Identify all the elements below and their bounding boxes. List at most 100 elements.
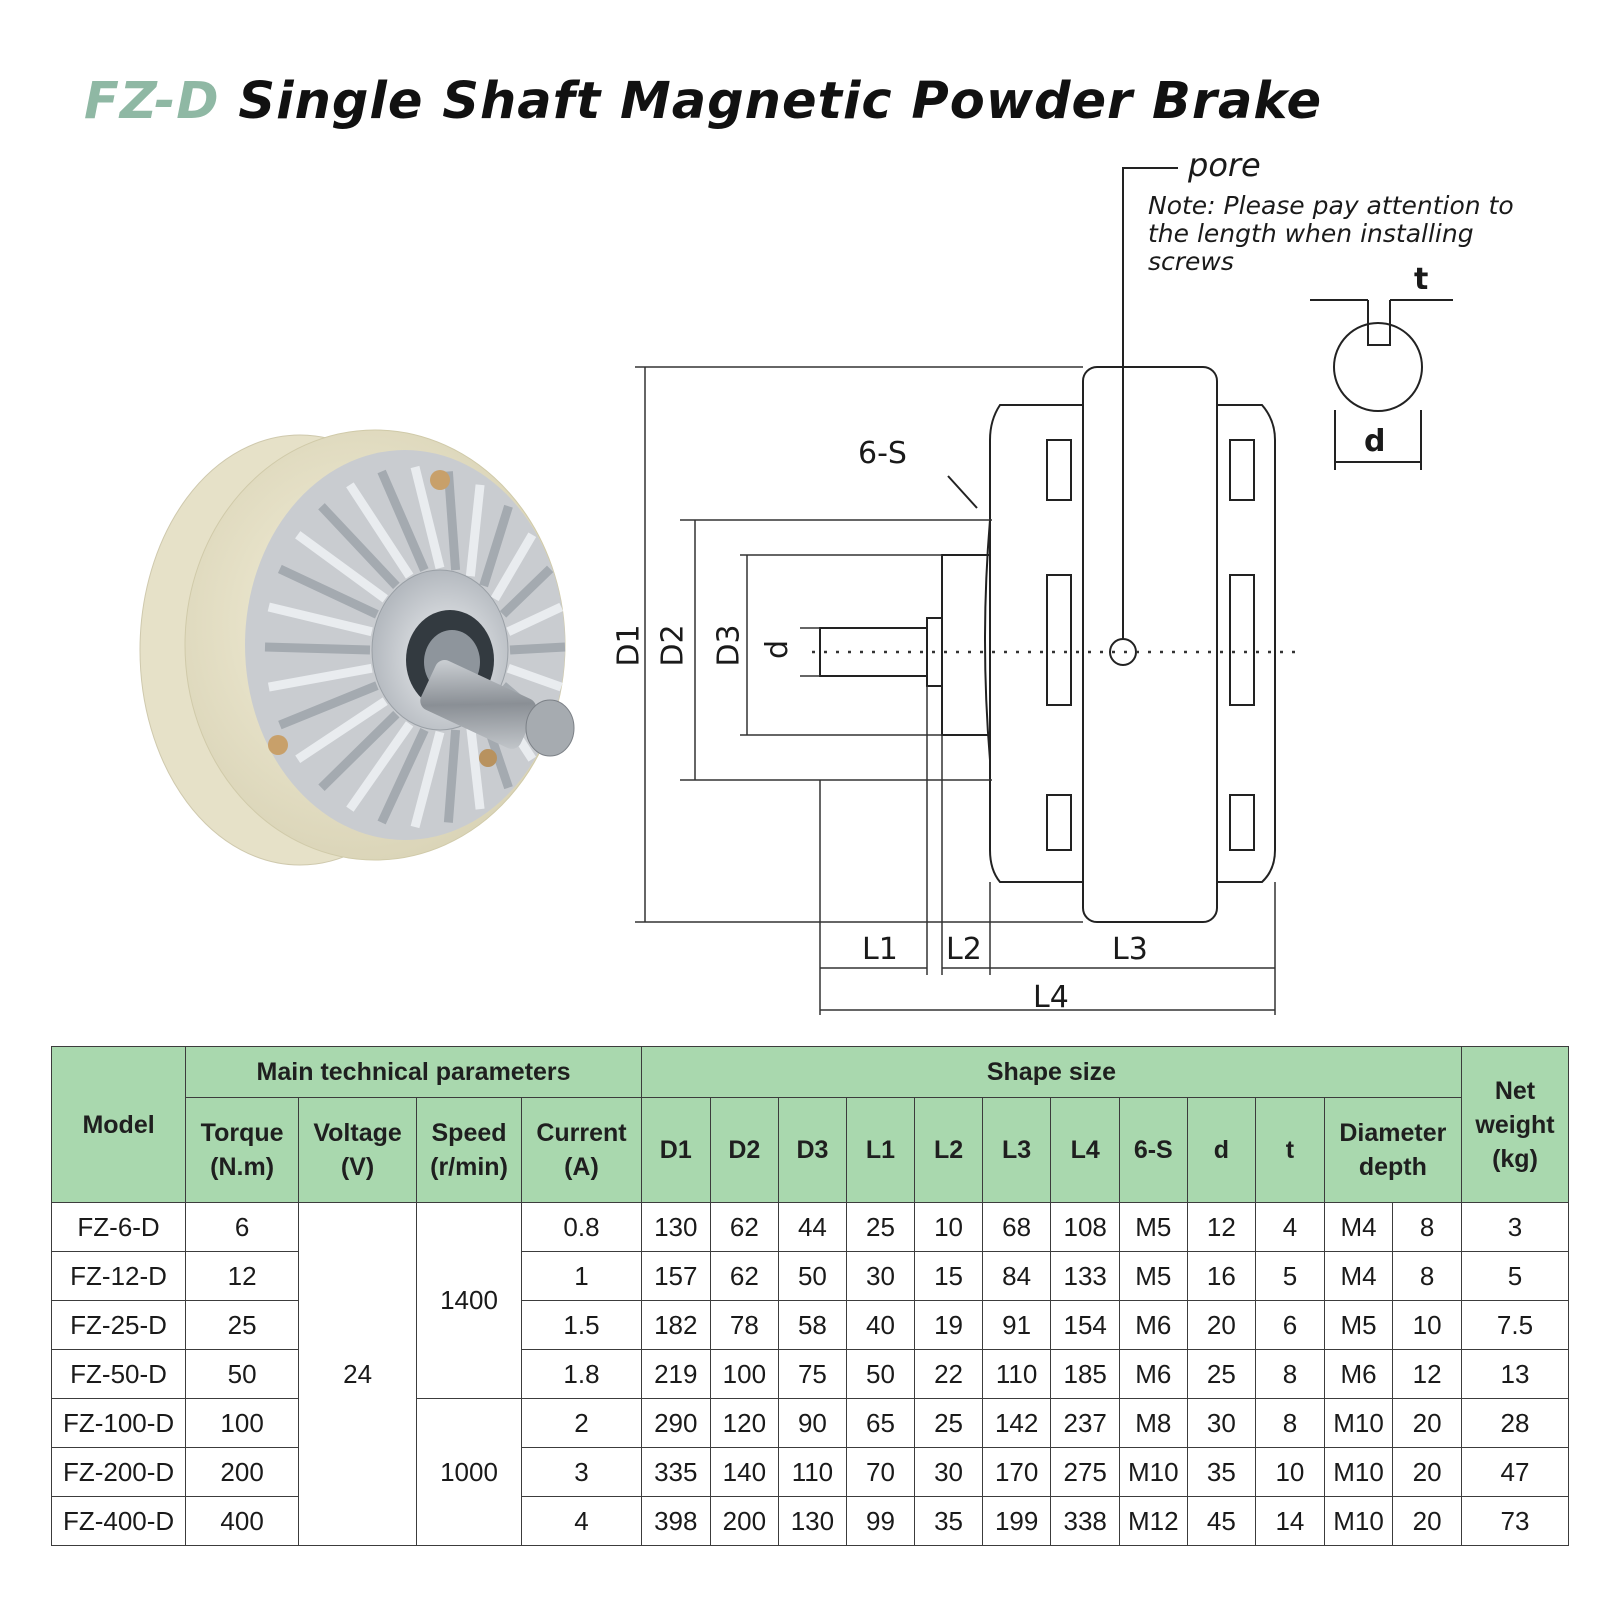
cooling-fin [295, 697, 388, 763]
cell-model: FZ-25-D [50, 1300, 187, 1350]
D3-label: D3 [711, 624, 747, 667]
cell-torque: 50 [185, 1349, 300, 1399]
cell-6-s: M12 [1119, 1496, 1188, 1546]
header-D3: D3 [778, 1097, 847, 1203]
cell-d1: 398 [640, 1496, 711, 1546]
cell-model: FZ-200-D [50, 1447, 187, 1497]
cell-6-s: M5 [1119, 1251, 1188, 1301]
cooling-fin [264, 642, 371, 655]
cell-6-s: M6 [1119, 1349, 1188, 1399]
cooling-fin [490, 532, 537, 602]
cell-d3: 130 [778, 1496, 847, 1546]
installation-note: Note: Please pay attention to the length… [1148, 191, 1514, 276]
cooling-fin [410, 465, 445, 570]
cell-l2: 22 [914, 1349, 983, 1399]
cooling-fin [465, 484, 485, 577]
cell-d2: 78 [709, 1300, 780, 1350]
cell-l4: 338 [1050, 1496, 1120, 1546]
cell-t: 6 [1255, 1300, 1325, 1350]
cell-net-weight: 3 [1460, 1202, 1570, 1252]
cell-l3: 142 [981, 1398, 1052, 1448]
cooling-fin [346, 482, 414, 579]
cell-l2: 10 [914, 1202, 983, 1252]
cell-d: 25 [1186, 1349, 1257, 1399]
cell-l3: 91 [981, 1300, 1052, 1350]
cell-l4: 237 [1050, 1398, 1120, 1448]
cell-l3: 199 [981, 1496, 1052, 1546]
cooling-fin [506, 602, 564, 636]
cell-l2: 30 [914, 1447, 983, 1497]
cell-diameter: M6 [1323, 1349, 1394, 1399]
D2-label: D2 [655, 624, 691, 667]
cell-l3: 84 [981, 1251, 1052, 1301]
cell-d: 16 [1186, 1251, 1257, 1301]
cooling-fin [410, 730, 445, 829]
header-current: Current (A) [520, 1097, 642, 1203]
header-net-weight: Net weight (kg) [1460, 1046, 1570, 1203]
cell-depth: 12 [1392, 1349, 1462, 1399]
cell-t: 8 [1255, 1398, 1325, 1448]
six-s-label: 6-S [858, 436, 907, 471]
pore-label: pore [1188, 146, 1261, 184]
header-L4: L4 [1050, 1097, 1120, 1203]
header-voltage: Voltage (V) [298, 1097, 418, 1203]
header-D1: D1 [640, 1097, 711, 1203]
cooling-fin [277, 564, 379, 619]
cell-6-s: M5 [1119, 1202, 1188, 1252]
L2-label: L2 [946, 932, 982, 967]
cell-net-weight: 7.5 [1460, 1300, 1570, 1350]
cell-t: 5 [1255, 1251, 1325, 1301]
cell-model: FZ-12-D [50, 1251, 187, 1301]
cell-l1: 70 [845, 1447, 916, 1497]
cell-l3: 68 [981, 1202, 1052, 1252]
cell-voltage: 24 [298, 1202, 418, 1546]
d-label: d [760, 639, 796, 660]
cell-t: 10 [1255, 1447, 1325, 1497]
cell-model: FZ-100-D [50, 1398, 187, 1448]
cell-depth: 20 [1392, 1496, 1462, 1546]
cell-t: 14 [1255, 1496, 1325, 1546]
cell-diameter: M4 [1323, 1202, 1394, 1252]
cell-current: 3 [520, 1447, 642, 1497]
cell-6-s: M8 [1119, 1398, 1188, 1448]
cooling-fin [267, 602, 373, 637]
cell-d1: 130 [640, 1202, 711, 1252]
header-d: d [1186, 1097, 1257, 1203]
cooling-fin [346, 721, 414, 812]
cell-current: 2 [520, 1398, 642, 1448]
cell-l3: 170 [981, 1447, 1052, 1497]
cell-current: 1 [520, 1251, 642, 1301]
header-main-parameters: Main technical parameters [185, 1046, 642, 1098]
cell-diameter: M5 [1323, 1300, 1394, 1350]
cell-d: 20 [1186, 1300, 1257, 1350]
D1-label: D1 [611, 624, 647, 667]
cell-d3: 90 [778, 1398, 847, 1448]
cell-d3: 110 [778, 1447, 847, 1497]
cell-d: 45 [1186, 1496, 1257, 1546]
cell-d3: 75 [778, 1349, 847, 1399]
cell-net-weight: 28 [1460, 1398, 1570, 1448]
cell-torque: 200 [185, 1447, 300, 1497]
cell-d2: 100 [709, 1349, 780, 1399]
cell-d3: 50 [778, 1251, 847, 1301]
cell-current: 0.8 [520, 1202, 642, 1252]
cell-d1: 290 [640, 1398, 711, 1448]
cell-l1: 65 [845, 1398, 916, 1448]
cell-d2: 140 [709, 1447, 780, 1497]
cell-6-s: M6 [1119, 1300, 1188, 1350]
cooling-fin [479, 504, 513, 588]
cell-d1: 335 [640, 1447, 711, 1497]
header-diameter-depth: Diameter depth [1323, 1097, 1462, 1203]
cell-d1: 219 [640, 1349, 711, 1399]
cell-diameter: M10 [1323, 1447, 1394, 1497]
cell-d1: 157 [640, 1251, 711, 1301]
cooling-fin [377, 469, 429, 572]
cell-d2: 120 [709, 1398, 780, 1448]
cell-l1: 40 [845, 1300, 916, 1350]
cell-d: 12 [1186, 1202, 1257, 1252]
L4-label: L4 [1033, 980, 1069, 1015]
